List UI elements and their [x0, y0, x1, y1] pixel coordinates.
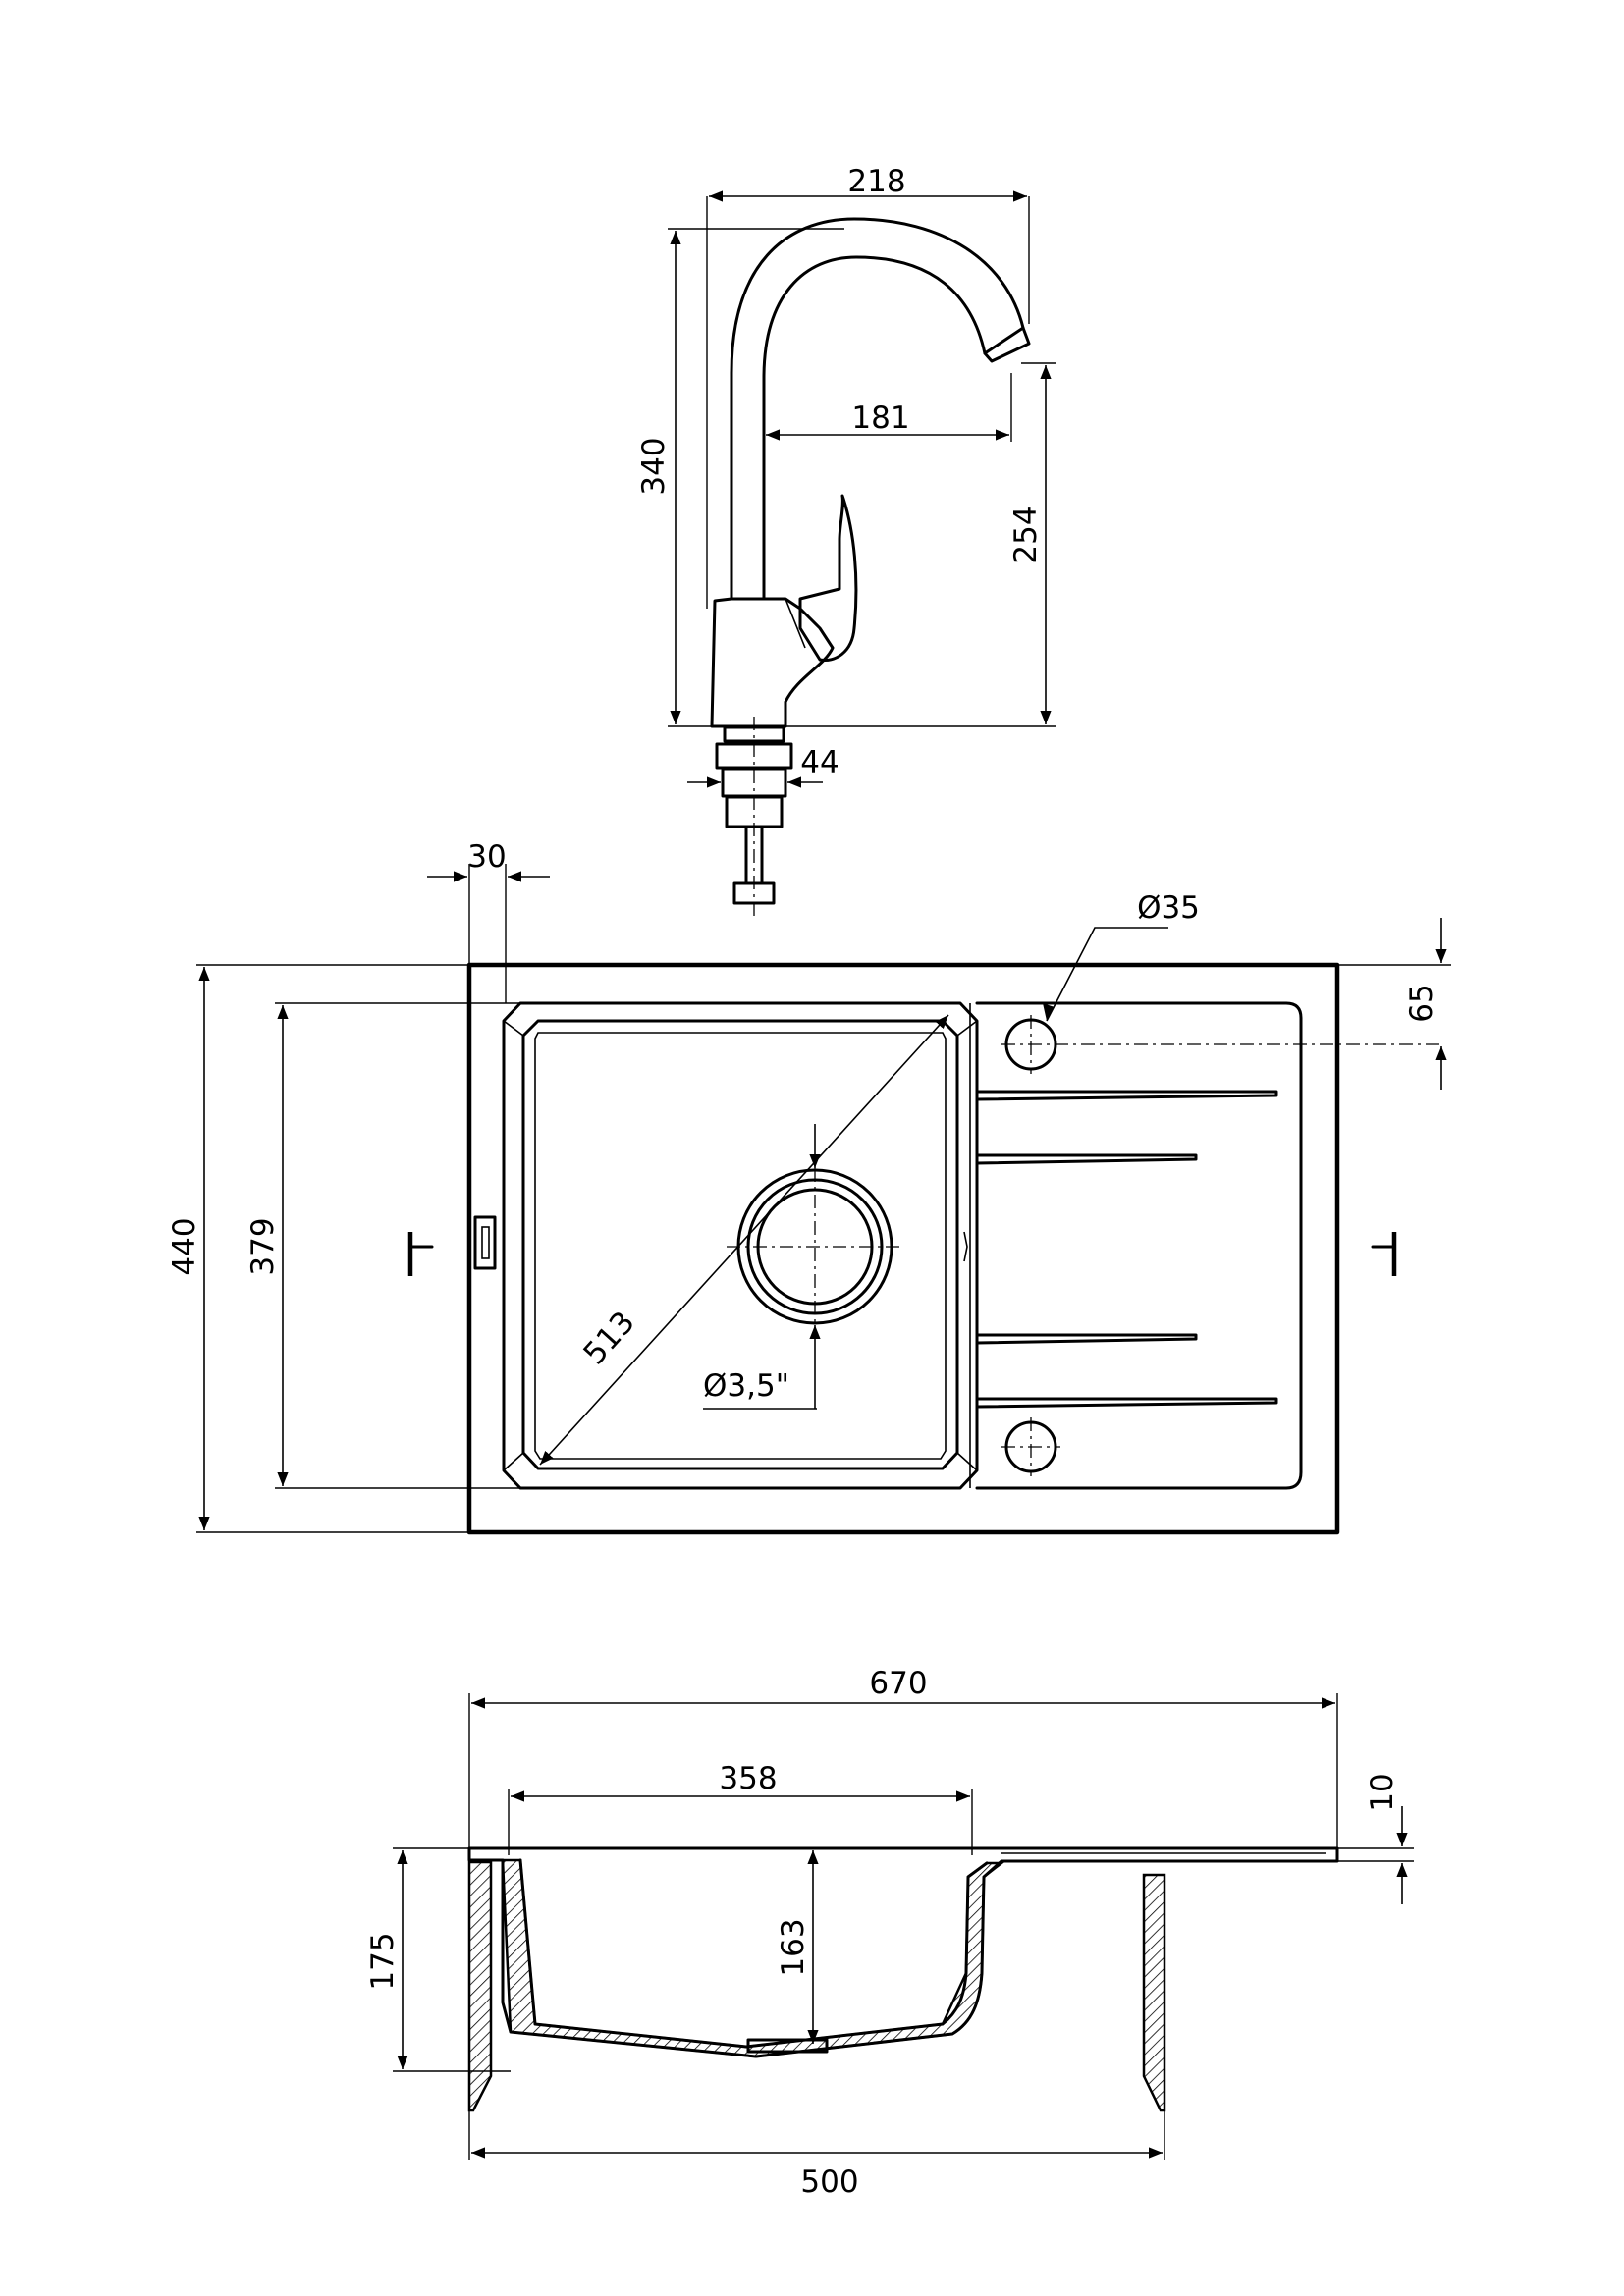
- faucet-reach-label: 181: [851, 400, 909, 436]
- faucet-body: [710, 217, 1031, 918]
- drainboard-outline: [975, 1001, 1303, 1490]
- faucet-view: 218 340 181 254 44: [636, 164, 1056, 918]
- cabinet-wall-left: [467, 1860, 493, 2112]
- rim-thickness-label: 10: [1365, 1773, 1400, 1811]
- sink-top-view: 30 440 379 513 Ø35 65: [167, 839, 1451, 1535]
- bowl-height-label: 163: [776, 1918, 811, 1976]
- total-height-label: 175: [365, 1932, 401, 1990]
- sink-side-view: 670 358 10 175 163: [365, 1666, 1414, 2200]
- faucet-spout-height-label: 254: [1008, 506, 1044, 563]
- bowl-depth-label: 379: [245, 1217, 281, 1275]
- faucet-height-label: 340: [636, 437, 672, 495]
- bowl-width-label: 358: [719, 1761, 777, 1796]
- length-label: 670: [869, 1666, 927, 1701]
- sink-section: [467, 1846, 1339, 2058]
- drain: [727, 1168, 903, 1325]
- drain-diameter-label: Ø3,5": [703, 1368, 789, 1404]
- faucet-thread-label: 44: [800, 745, 839, 780]
- bowl-diagonal-label: 513: [576, 1305, 641, 1371]
- tap-hole-offset-label: 65: [1404, 984, 1439, 1022]
- cabinet-width-label: 500: [800, 2164, 858, 2200]
- section-marker-right: [1371, 1232, 1397, 1276]
- sink-outline: [466, 962, 1340, 1535]
- sink-depth-label: 440: [167, 1217, 202, 1275]
- rim-width-label: 30: [467, 839, 506, 875]
- tap-hole-diameter-label: Ø35: [1137, 890, 1200, 926]
- bowl-outline: [502, 1001, 979, 1490]
- cabinet-wall-right: [1142, 1873, 1166, 2112]
- section-marker-left: [407, 1232, 434, 1276]
- faucet-width-label: 218: [847, 164, 905, 199]
